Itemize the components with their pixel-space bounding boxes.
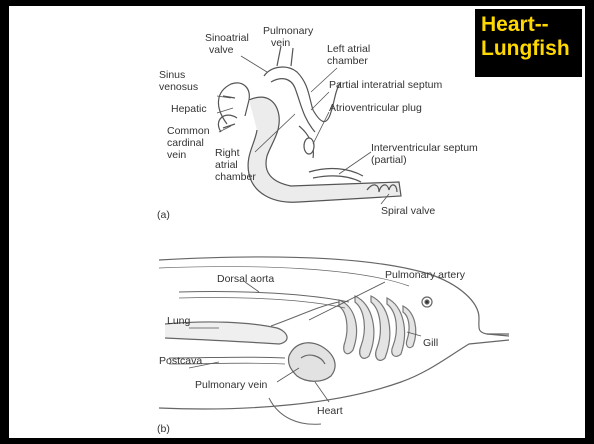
interventricular-septum-2 <box>313 176 361 182</box>
label-sinus-2: venosus <box>159 81 198 93</box>
label-dorsal-aorta: Dorsal aorta <box>217 273 274 285</box>
fish-ventral-outline <box>159 340 509 409</box>
label-interventricular-2: (partial) <box>371 154 407 166</box>
label-heart: Heart <box>317 405 343 417</box>
pulmonary-artery-vessel <box>271 302 339 326</box>
gill-arch-2 <box>355 296 374 358</box>
leader-sinoatrial <box>241 56 267 72</box>
label-right-atrial-1: Right <box>215 147 240 159</box>
label-right-atrial-3: chamber <box>215 171 256 183</box>
dorsal-aorta-vessel <box>179 291 349 302</box>
label-lung: Lung <box>167 315 191 327</box>
gill-arches <box>339 296 416 360</box>
dorsal-aorta-vessel-2 <box>179 297 345 308</box>
fish-inner-line <box>159 267 409 286</box>
label-left-atrial-2: chamber <box>327 55 368 67</box>
label-postcava: Postcava <box>159 355 202 367</box>
leader-interventricular <box>339 152 371 174</box>
panel-label-b: (b) <box>157 423 170 435</box>
label-pulmonary-vein-2: vein <box>271 37 290 49</box>
av-plug <box>304 138 314 154</box>
label-common-cardinal-2: cardinal <box>167 137 204 149</box>
label-common-cardinal-1: Common <box>167 125 210 137</box>
lungfish-heart-figure-a: Sinoatrial valve Pulmonary vein Left atr… <box>9 6 585 438</box>
leader-heart <box>315 382 329 402</box>
label-pulmonary-vein-1: Pulmonary <box>263 25 314 37</box>
label-common-cardinal-3: vein <box>167 149 186 161</box>
gill-arch-5 <box>403 306 416 348</box>
leader-av-plug <box>313 112 329 144</box>
heart-shape <box>288 343 335 381</box>
panel-label-a: (a) <box>157 209 170 221</box>
pulmonary-vein-tube <box>277 46 281 66</box>
interventricular-septum <box>309 169 363 176</box>
gill-arch-1 <box>339 300 357 354</box>
leader-interatrial <box>311 92 329 110</box>
label-hepatic: Hepatic <box>171 103 207 115</box>
lungfish-body-figure-b <box>159 257 509 424</box>
label-interatrial: Partial interatrial septum <box>329 79 442 91</box>
label-sinoatrial-2: valve <box>209 44 234 56</box>
sinus-venosus-shape <box>218 83 249 124</box>
label-sinoatrial-1: Sinoatrial <box>205 32 249 44</box>
sinus-inner <box>218 115 237 132</box>
eye-pupil <box>425 300 429 304</box>
label-pulmonary-artery: Pulmonary artery <box>385 269 466 281</box>
label-av-plug: Atrioventricular plug <box>329 102 422 114</box>
label-left-atrial-1: Left atrial <box>327 43 370 55</box>
label-spiral-valve: Spiral valve <box>381 205 435 217</box>
label-sinus-1: Sinus <box>159 69 185 81</box>
label-pulmonary-vein-b: Pulmonary vein <box>195 379 268 391</box>
slide: Heart-- Lungfish <box>9 6 585 438</box>
pulmonary-vein-tube-2 <box>291 48 293 66</box>
label-gill: Gill <box>423 337 438 349</box>
label-interventricular-1: Interventricular septum <box>371 142 478 154</box>
label-right-atrial-2: atrial <box>215 159 238 171</box>
